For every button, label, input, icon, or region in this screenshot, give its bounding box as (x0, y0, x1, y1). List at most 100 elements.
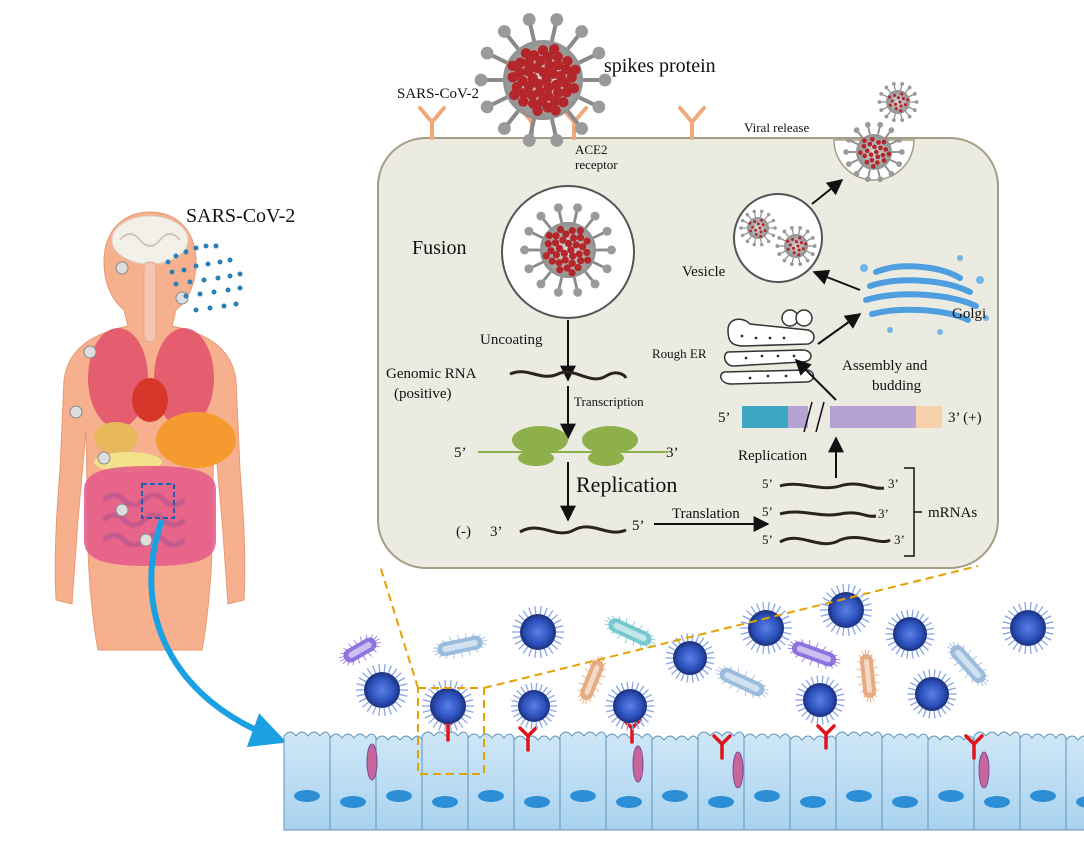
genomic-rna-strand (509, 370, 628, 381)
gut-virion (1001, 602, 1055, 654)
gut-virion (605, 681, 655, 731)
rna-five-prime: 5’ (454, 445, 467, 461)
gut-virion (421, 680, 475, 732)
heart (132, 378, 168, 422)
ace2-receptor-gut (964, 734, 984, 760)
epithelial-cell (329, 733, 377, 831)
mrnas-label: mRNAs (928, 505, 977, 521)
right-lung (154, 328, 214, 428)
replication-main-label: Replication (576, 472, 677, 497)
vesicle-virion-1 (739, 209, 777, 247)
gut-virion (510, 682, 558, 730)
cell-junction (978, 751, 990, 789)
zoom-line-left (379, 565, 419, 689)
spikes-protein-label: spikes protein (604, 55, 716, 77)
fused-virion (520, 203, 616, 297)
replication-right-label: Replication (738, 448, 808, 464)
mrna2-five-prime: 5’ (762, 504, 773, 519)
transcription-label: Transcription (574, 394, 644, 409)
ace2-label-line2: receptor (575, 157, 618, 172)
er-to-golgi-arrow (817, 313, 862, 345)
trachea (143, 261, 157, 343)
assembly-label-line2: budding (872, 378, 922, 394)
mrna3-three-prime: 3’ (894, 532, 905, 547)
gut-virion (511, 606, 565, 658)
spike-virion (474, 13, 612, 147)
intestine-zoom-box (141, 483, 175, 519)
cell-junction (732, 751, 744, 789)
mrna1-three-prime: 3’ (888, 476, 899, 491)
neg-strand-three-prime: 3’ (490, 524, 503, 540)
epithelial-cell (467, 733, 515, 831)
epithelial-cell (835, 731, 883, 831)
golgi-to-vesicle-arrow (812, 269, 861, 291)
aerosol-droplets (165, 243, 243, 313)
gut-virion (819, 584, 873, 636)
epithelial-cell (697, 731, 745, 831)
epithelial-cell (283, 731, 331, 831)
stomach (94, 422, 138, 454)
gut-virion (739, 602, 793, 654)
intestinal-epithelium (283, 716, 1084, 831)
assembly-label-line1: Assembly and (842, 358, 928, 374)
mrna1-five-prime: 5’ (762, 476, 773, 491)
zoom-arrow-to-gut (148, 518, 287, 748)
golgi-apparatus (863, 263, 979, 323)
gut-bacterium (856, 649, 880, 703)
ace2-label-line1: ACE2 (575, 142, 608, 157)
ace2-receptor-gut (816, 724, 836, 750)
organ-virus-icons (69, 261, 189, 547)
epithelial-cell (743, 733, 791, 831)
gut-bacterium (339, 634, 381, 666)
mrnas-group: 5’ 3’ 5’ 3’ 5’ 3’ mRNAs (762, 467, 977, 557)
epithelium-zoom-box (417, 687, 485, 775)
ribosomes (512, 426, 638, 466)
ace2-receptor-gut (518, 726, 538, 752)
liver (156, 412, 236, 468)
epithelial-cell (927, 735, 975, 831)
gut-bacterium (715, 665, 769, 699)
genome-five-prime: 5’ (718, 410, 731, 426)
epithelial-cell (651, 735, 699, 831)
human-body-illustration: SARS-CoV-2 (54, 205, 295, 748)
gut-virion (665, 633, 715, 683)
epithelial-cell (559, 731, 607, 831)
gut-microbes-and-viruses (339, 584, 1055, 732)
epithelial-cell (421, 731, 469, 831)
golgi-vesicles (860, 255, 989, 335)
fusion-label: Fusion (412, 237, 466, 259)
ace2-receptor-gut (712, 734, 732, 760)
sars-cov2-top-label: SARS-CoV-2 (397, 86, 479, 102)
epithelial-cell (881, 733, 929, 831)
neg-strand-five-prime: 5’ (632, 518, 645, 534)
epithelial-cell (605, 733, 653, 831)
gut-virion (907, 669, 957, 719)
released-virions (843, 81, 919, 183)
rough-er-ribosome-dots (740, 334, 796, 380)
epithelial-cell (789, 735, 837, 831)
epithelial-cell (1065, 735, 1084, 831)
assembly-arrow (794, 358, 837, 401)
gut-bacterium (604, 615, 656, 649)
host-cell (377, 106, 999, 569)
epithelial-cell (1019, 733, 1067, 831)
mrna2-three-prime: 3’ (878, 506, 889, 521)
genomic-rna-label-line1: Genomic RNA (386, 366, 477, 382)
gut-virion (885, 609, 935, 659)
epithelial-cell (513, 735, 561, 831)
vesicle-to-release-arrow (811, 179, 844, 205)
cell-junction (632, 745, 644, 783)
released-virion-2 (843, 121, 905, 183)
cell-junction (366, 743, 378, 781)
negative-strand-rna (519, 525, 627, 535)
gut-virion (355, 664, 409, 716)
rna-three-prime: 3’ (666, 445, 679, 461)
epithelial-cell (375, 735, 423, 831)
gut-bacterium (432, 632, 488, 660)
gut-virion (795, 675, 845, 725)
golgi-label: Golgi (952, 306, 986, 322)
neg-strand-prefix: (-) (456, 524, 471, 540)
genome-three-prime-plus: 3’ (+) (948, 410, 982, 426)
sars-cov2-body-label: SARS-CoV-2 (186, 205, 295, 227)
